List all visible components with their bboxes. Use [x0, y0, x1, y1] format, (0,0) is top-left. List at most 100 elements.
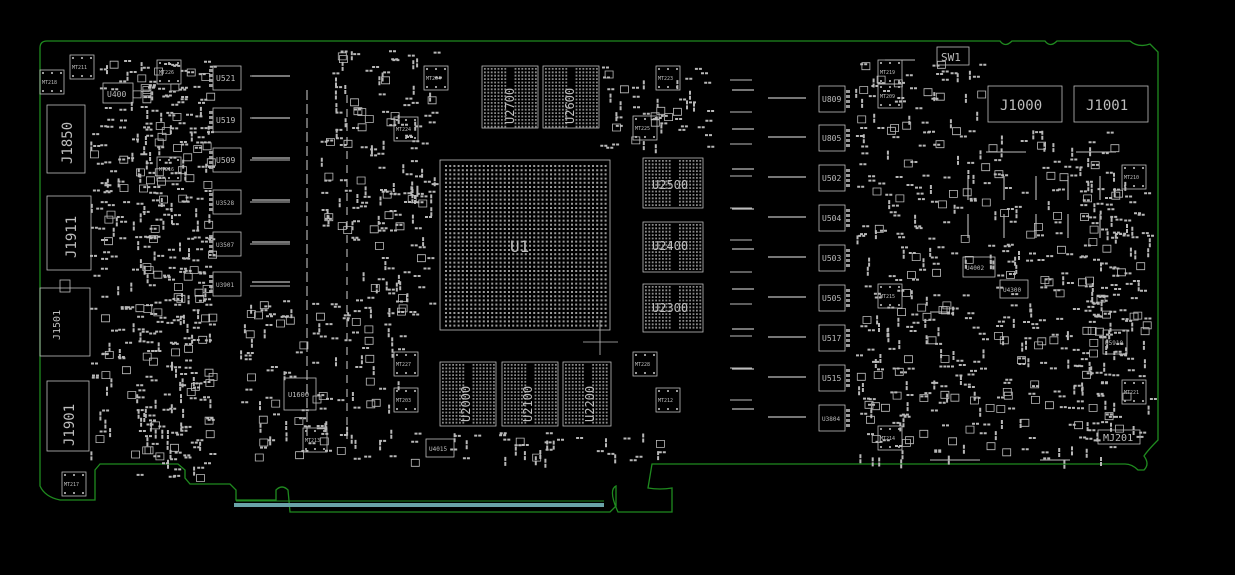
mounting-holes: MT218MT211MT226MT216MT217MT204MT224MT227…: [39, 54, 1147, 497]
memory-ball-grid: [645, 224, 702, 270]
mounting-hole-label: MT214: [880, 436, 895, 442]
mounting-hole-label: MT215: [880, 294, 895, 300]
mounting-hole-label: MT227: [396, 362, 411, 368]
vrm-chip-u519: U519: [209, 107, 290, 133]
ic-u5910-label: U5910: [1105, 340, 1123, 347]
mounting-hole-mt204: MT204: [423, 65, 449, 91]
vrm-chip-label: U3507: [216, 242, 234, 249]
vrm-chip-u3804: U3804: [732, 404, 850, 432]
memory-ball-grid: [645, 160, 702, 206]
vrm-chip-label: U3901: [216, 282, 234, 289]
chip-u2300: U2300: [642, 283, 704, 333]
board-outline: [39, 40, 1159, 513]
chip-u2600: U2600: [542, 65, 600, 129]
mounting-hole-label: MT226: [159, 70, 174, 76]
vrm-chip-u517: U517: [732, 324, 850, 352]
mounting-hole-label: MT221: [1124, 390, 1139, 396]
passive-pads: [90, 50, 1157, 478]
ic-u400: U400: [102, 82, 134, 104]
connector-j1501-label: J1501: [52, 310, 63, 340]
chip-u2500: U2500: [642, 157, 704, 209]
pcie-edge-connector: [234, 503, 604, 507]
vrm-chip-u3901: U3901: [209, 271, 290, 297]
vrm-chip-u805: U805: [732, 124, 850, 152]
mounting-hole-label: MT204: [426, 76, 441, 82]
mounting-hole-mt209: MT209: [877, 83, 903, 109]
chip-u2000: U2000: [439, 361, 497, 427]
connector-j1850-label: J1850: [60, 122, 76, 164]
chip-u2100: U2100: [501, 361, 559, 427]
u1-ball-grid: [445, 165, 607, 327]
vrm-chip-label: U517: [822, 334, 841, 343]
passive-components: [90, 50, 1157, 482]
mounting-hole-label: MT217: [64, 482, 79, 488]
connector-j1901-label: J1901: [62, 404, 78, 446]
vrm-chip-u503: U503: [732, 244, 850, 272]
mounting-hole-label: MT210: [1124, 175, 1139, 181]
component-outlines: [90, 52, 1152, 482]
ic-u1600: U1600: [283, 377, 317, 411]
mounting-hole-label: MT209: [880, 94, 895, 100]
inductor-traces: [250, 59, 1116, 461]
connector-mj201-label: MJ201: [1103, 433, 1133, 444]
chip-u2100-label: U2100: [521, 386, 535, 422]
vrm-chip-label: U521: [216, 74, 235, 83]
switch-sw1: SW1: [936, 46, 970, 66]
mounting-hole-label: MT216: [159, 167, 174, 173]
mounting-hole-mt218: MT218: [39, 69, 65, 95]
connector-mj201: MJ201: [1097, 429, 1141, 445]
chip-u2600-label: U2600: [563, 88, 577, 124]
connector-j1000: J1000: [987, 85, 1063, 123]
mounting-hole-label: MT213: [305, 438, 320, 444]
vrm-chip-label: U509: [216, 156, 235, 165]
switch-sw1-label: SW1: [941, 51, 961, 64]
connector-j1001: J1001: [1073, 85, 1149, 123]
mounting-hole-label: MT224: [396, 127, 411, 133]
mounting-hole-mt203: MT203: [393, 387, 419, 413]
vrm-chip-label: U504: [822, 214, 841, 223]
vrm-chip-u809: U809: [732, 85, 850, 113]
vrm-chip-label: U3528: [216, 200, 234, 207]
chip-u1-label: U1: [510, 237, 529, 256]
mounting-hole-mt212: MT212: [655, 387, 681, 413]
mounting-hole-mt219: MT219: [877, 59, 903, 85]
connector-j1001-label: J1001: [1086, 98, 1128, 114]
mounting-hole-mt213: MT213: [302, 427, 328, 453]
mounting-hole-label: MT219: [880, 70, 895, 76]
vrm-chip-u515: U515: [732, 364, 850, 392]
chip-u2200-label: U2200: [583, 386, 597, 422]
chip-u2400-label: U2400: [652, 239, 688, 253]
mounting-hole-label: MT228: [635, 362, 650, 368]
ic-u4002: U4002: [962, 256, 996, 278]
ic-u1600-label: U1600: [288, 391, 309, 399]
vrm-chip-u521: U521: [209, 65, 290, 91]
mounting-hole-label: MT212: [658, 398, 673, 404]
mounting-hole-mt228: MT228: [632, 351, 658, 377]
chip-u2300-label: U2300: [652, 301, 688, 315]
chip-u2700-label: U2700: [503, 88, 517, 124]
vrm-chip-u3528: U3528: [209, 189, 290, 215]
memory-ball-grid: [565, 364, 608, 424]
connector-j1901: J1901: [46, 380, 90, 452]
mounting-hole-label: MT218: [42, 80, 57, 86]
vrm-chip-label: U519: [216, 116, 235, 125]
mounting-hole-label: MT225: [635, 126, 650, 132]
ic-u400-label: U400: [107, 90, 126, 99]
vrm-chip-label: U809: [822, 95, 841, 104]
chip-u2500-label: U2500: [652, 178, 688, 192]
chip-u2000-label: U2000: [459, 386, 473, 422]
vrm-chip-label: U502: [822, 174, 841, 183]
connector-j1850: J1850: [46, 104, 86, 174]
vrm-chip-u505: U505: [732, 284, 850, 312]
vrm-chip-label: U3804: [822, 416, 840, 423]
chip-u2200: U2200: [562, 361, 612, 427]
connector-j1911-label: J1911: [64, 216, 80, 258]
mounting-hole-label: MT203: [396, 398, 411, 404]
mounting-hole-mt210: MT210: [1121, 164, 1147, 190]
memory-ball-grid: [645, 286, 702, 329]
mounting-hole-mt215: MT215: [877, 283, 903, 309]
chip-u2400: U2400: [642, 221, 704, 273]
mounting-hole-mt217: MT217: [61, 471, 87, 497]
